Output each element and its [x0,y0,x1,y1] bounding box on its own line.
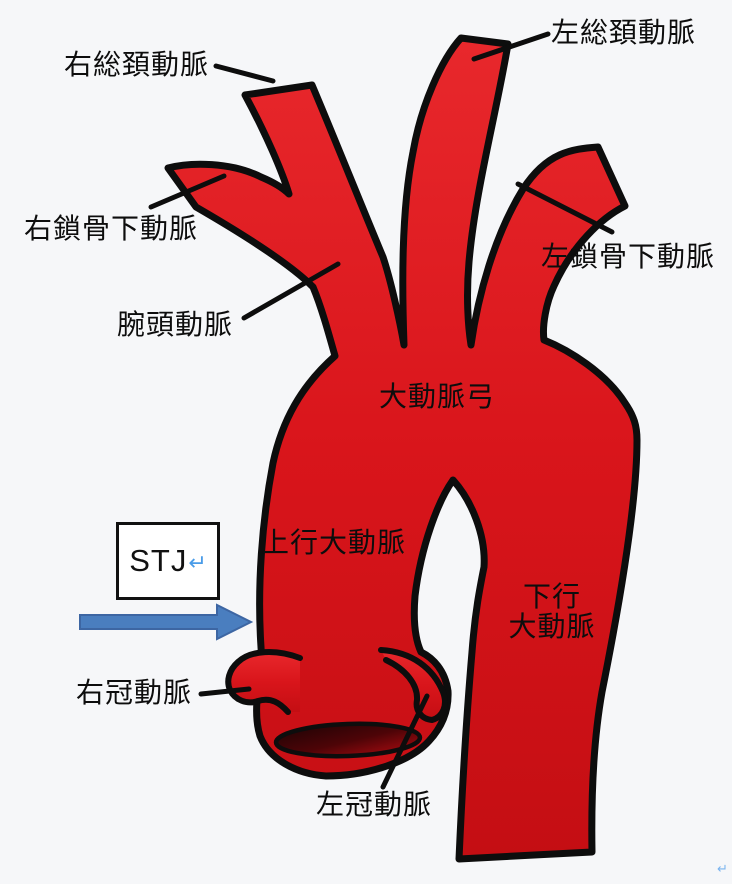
stj-arrow [79,603,254,641]
aortic-valve-opening [273,721,423,759]
left-coronary-artery [381,650,445,720]
label-left-coronary: 左冠動脈 [316,789,433,820]
leader-right-common-carotid [213,63,276,84]
label-aortic-arch: 大動脈弓 [379,381,496,412]
right-coronary-artery [228,652,300,712]
return-mark-icon: ↵ [188,550,207,575]
leader-left-subclavian [515,181,615,235]
label-ascending-aorta: 上行大動脈 [261,527,407,558]
label-descending-aorta-line1: 下行 [522,581,581,612]
label-right-subclavian: 右鎖骨下動脈 [24,213,199,244]
label-left-subclavian: 左鎖骨下動脈 [541,241,716,272]
footer-return-mark-icon: ↵ [717,861,728,876]
leader-brachiocephalic [241,261,341,321]
stj-label: STJ [129,543,188,578]
label-left-common-carotid: 左総頚動脈 [551,17,697,48]
label-brachiocephalic: 腕頭動脈 [117,309,234,340]
label-right-coronary: 右冠動脈 [76,677,193,708]
leader-right-coronary [198,686,252,697]
left-coronary-artery-outline [378,647,448,724]
label-descending-aorta-line2: 大動脈 [508,611,596,642]
leader-left-coronary [380,693,430,790]
label-right-common-carotid: 右総頚動脈 [64,49,210,80]
leader-right-subclavian [148,173,227,210]
label-descending-aorta: 下行 大動脈 [500,582,604,642]
leader-left-common-carotid [471,31,551,62]
stj-textbox: STJ ↵ [116,522,220,600]
